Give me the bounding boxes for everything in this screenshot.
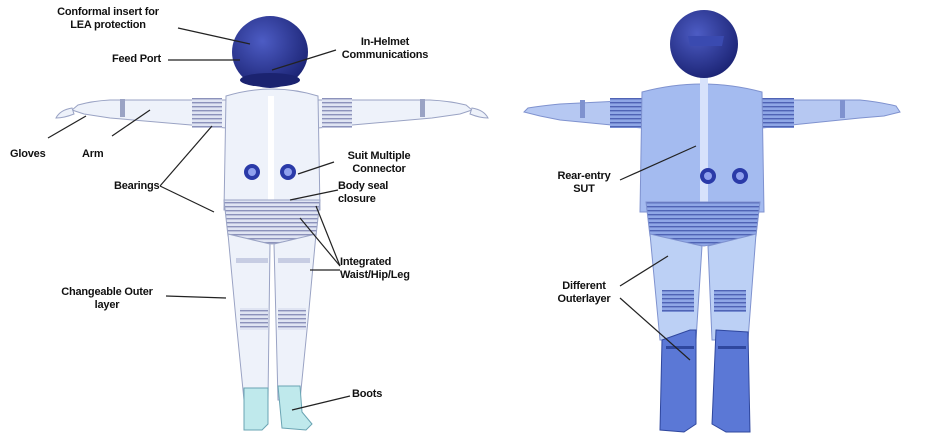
label-gloves: Gloves — [10, 148, 46, 161]
front-right-boot — [278, 386, 312, 430]
front-suit — [56, 16, 488, 430]
label-boots: Boots — [352, 388, 382, 401]
label-integrated: Integrated Waist/Hip/Leg — [340, 256, 410, 282]
label-rear-entry-line2: SUT — [548, 183, 620, 196]
label-feed-port: Feed Port — [112, 53, 161, 66]
label-conformal-insert-line2: LEA protection — [44, 19, 172, 32]
rear-right-leg — [708, 234, 756, 340]
label-integrated-line2: Waist/Hip/Leg — [340, 269, 410, 282]
label-bearings: Bearings — [114, 180, 159, 193]
rear-left-boot — [660, 330, 696, 432]
label-body-seal-line1: Body seal — [338, 180, 388, 193]
label-changeable-line2: layer — [48, 299, 166, 312]
label-different-line2: Outerlayer — [548, 293, 620, 306]
label-suit-connector: Suit Multiple Connector — [334, 150, 424, 176]
rear-left-leg — [650, 234, 702, 340]
label-rear-entry: Rear-entry SUT — [548, 170, 620, 196]
front-left-boot — [244, 388, 268, 430]
front-left-arm-bearing — [192, 98, 222, 128]
label-conformal-insert: Conformal insert for LEA protection — [44, 6, 172, 32]
label-rear-entry-line1: Rear-entry — [548, 170, 620, 183]
label-suit-connector-line1: Suit Multiple — [334, 150, 424, 163]
label-suit-connector-line2: Connector — [334, 163, 424, 176]
label-integrated-line1: Integrated — [340, 256, 410, 269]
label-changeable-line1: Changeable Outer — [48, 286, 166, 299]
label-arm: Arm — [82, 148, 103, 161]
front-right-arm-bearing — [322, 98, 352, 128]
label-different-outerlayer: Different Outerlayer — [548, 280, 620, 306]
leader-lines — [48, 28, 696, 410]
label-in-helmet-line1: In-Helmet — [330, 36, 440, 49]
label-changeable-outer: Changeable Outer layer — [48, 286, 166, 312]
label-different-line1: Different — [548, 280, 620, 293]
rear-suit — [524, 10, 900, 432]
label-in-helmet-line2: Communications — [330, 49, 440, 62]
label-body-seal-line2: closure — [338, 193, 388, 206]
label-in-helmet: In-Helmet Communications — [330, 36, 440, 62]
rear-right-boot — [712, 330, 750, 432]
label-body-seal: Body seal closure — [338, 180, 388, 206]
label-conformal-insert-line1: Conformal insert for — [44, 6, 172, 19]
